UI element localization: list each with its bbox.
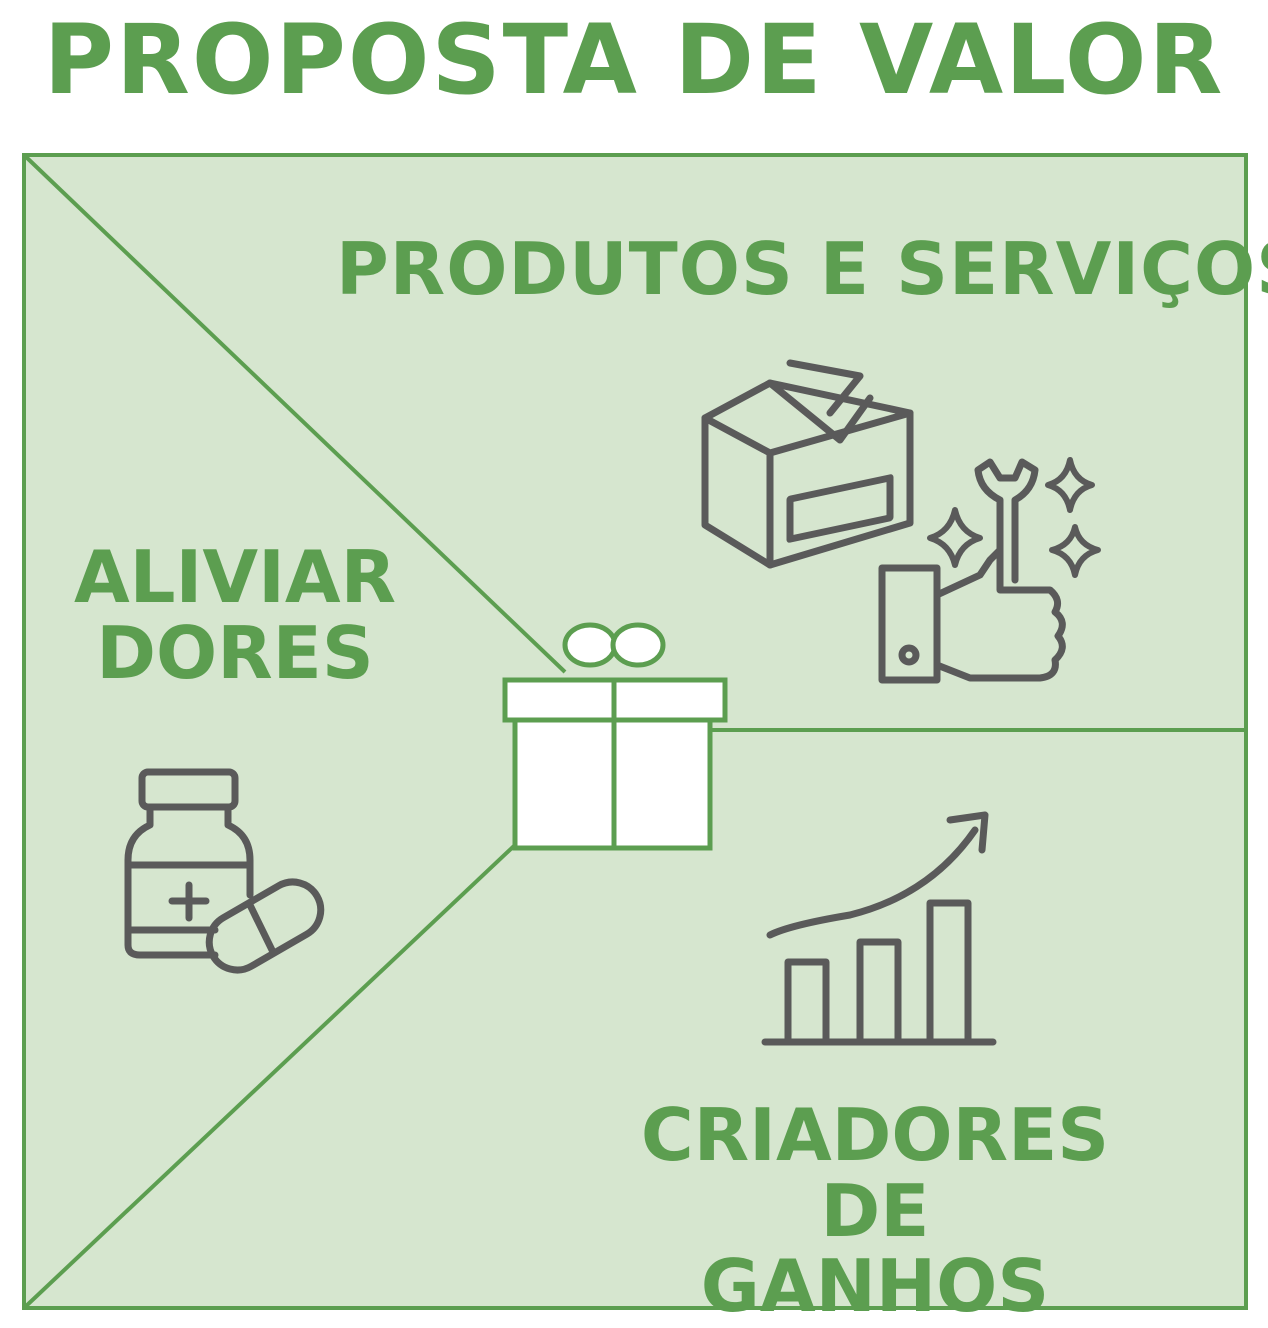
gain-creators-label-line2: DE GANHOS (700, 1168, 1050, 1328)
products-services-label: PRODUTOS E SERVIÇOS (336, 227, 1268, 311)
gain-creators-label: CRIADORES DE GANHOS (640, 1093, 1110, 1328)
divider-bottom-diagonal (22, 843, 517, 1310)
page-title: PROPOSTA DE VALOR (43, 4, 1225, 116)
pain-relievers-label-line2: DORES (96, 610, 374, 695)
sparkle-icon (927, 457, 1101, 578)
gain-creators-label-line1: CRIADORES (640, 1093, 1110, 1177)
divider-top-diagonal (22, 153, 567, 674)
package-box-icon (701, 359, 914, 569)
gift-icon (502, 622, 728, 851)
pain-relievers-label: ALIVIAR DORES (70, 535, 400, 695)
medicine-bottle-icon (124, 768, 254, 959)
pill-capsule-icon (205, 878, 325, 974)
growth-chart-icon (761, 811, 997, 1046)
pain-relievers-label-line1: ALIVIAR (73, 535, 397, 619)
wrench-thumbs-up-icon (878, 458, 1066, 684)
